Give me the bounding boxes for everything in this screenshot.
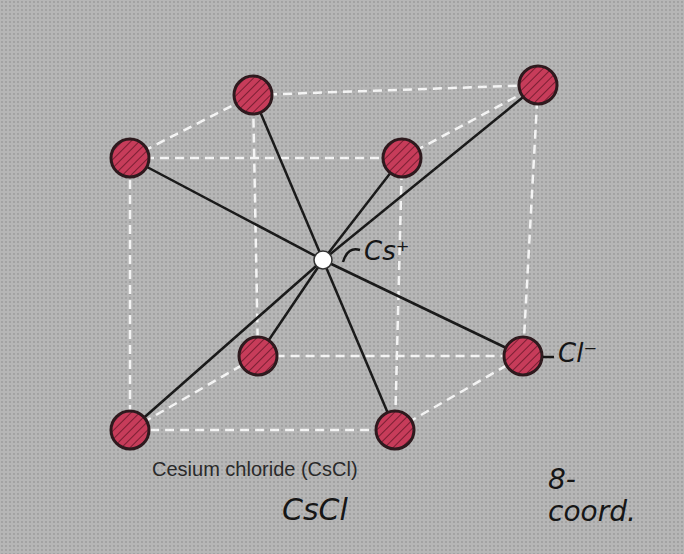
leader-line [543, 356, 554, 359]
caption-text: Cesium chloride (CsCl) [152, 458, 358, 481]
cesium-ion [314, 251, 332, 269]
leader-line [343, 249, 360, 262]
cube-edges [130, 85, 538, 430]
chloride-spheres [111, 66, 557, 449]
ion-label: Cl⁻ [558, 338, 597, 368]
formula-label: CsCl [282, 492, 348, 527]
bond-lines [130, 85, 538, 430]
ion-label: Cs⁺ [364, 236, 409, 266]
coordination-note: 8- coord. [548, 464, 660, 528]
